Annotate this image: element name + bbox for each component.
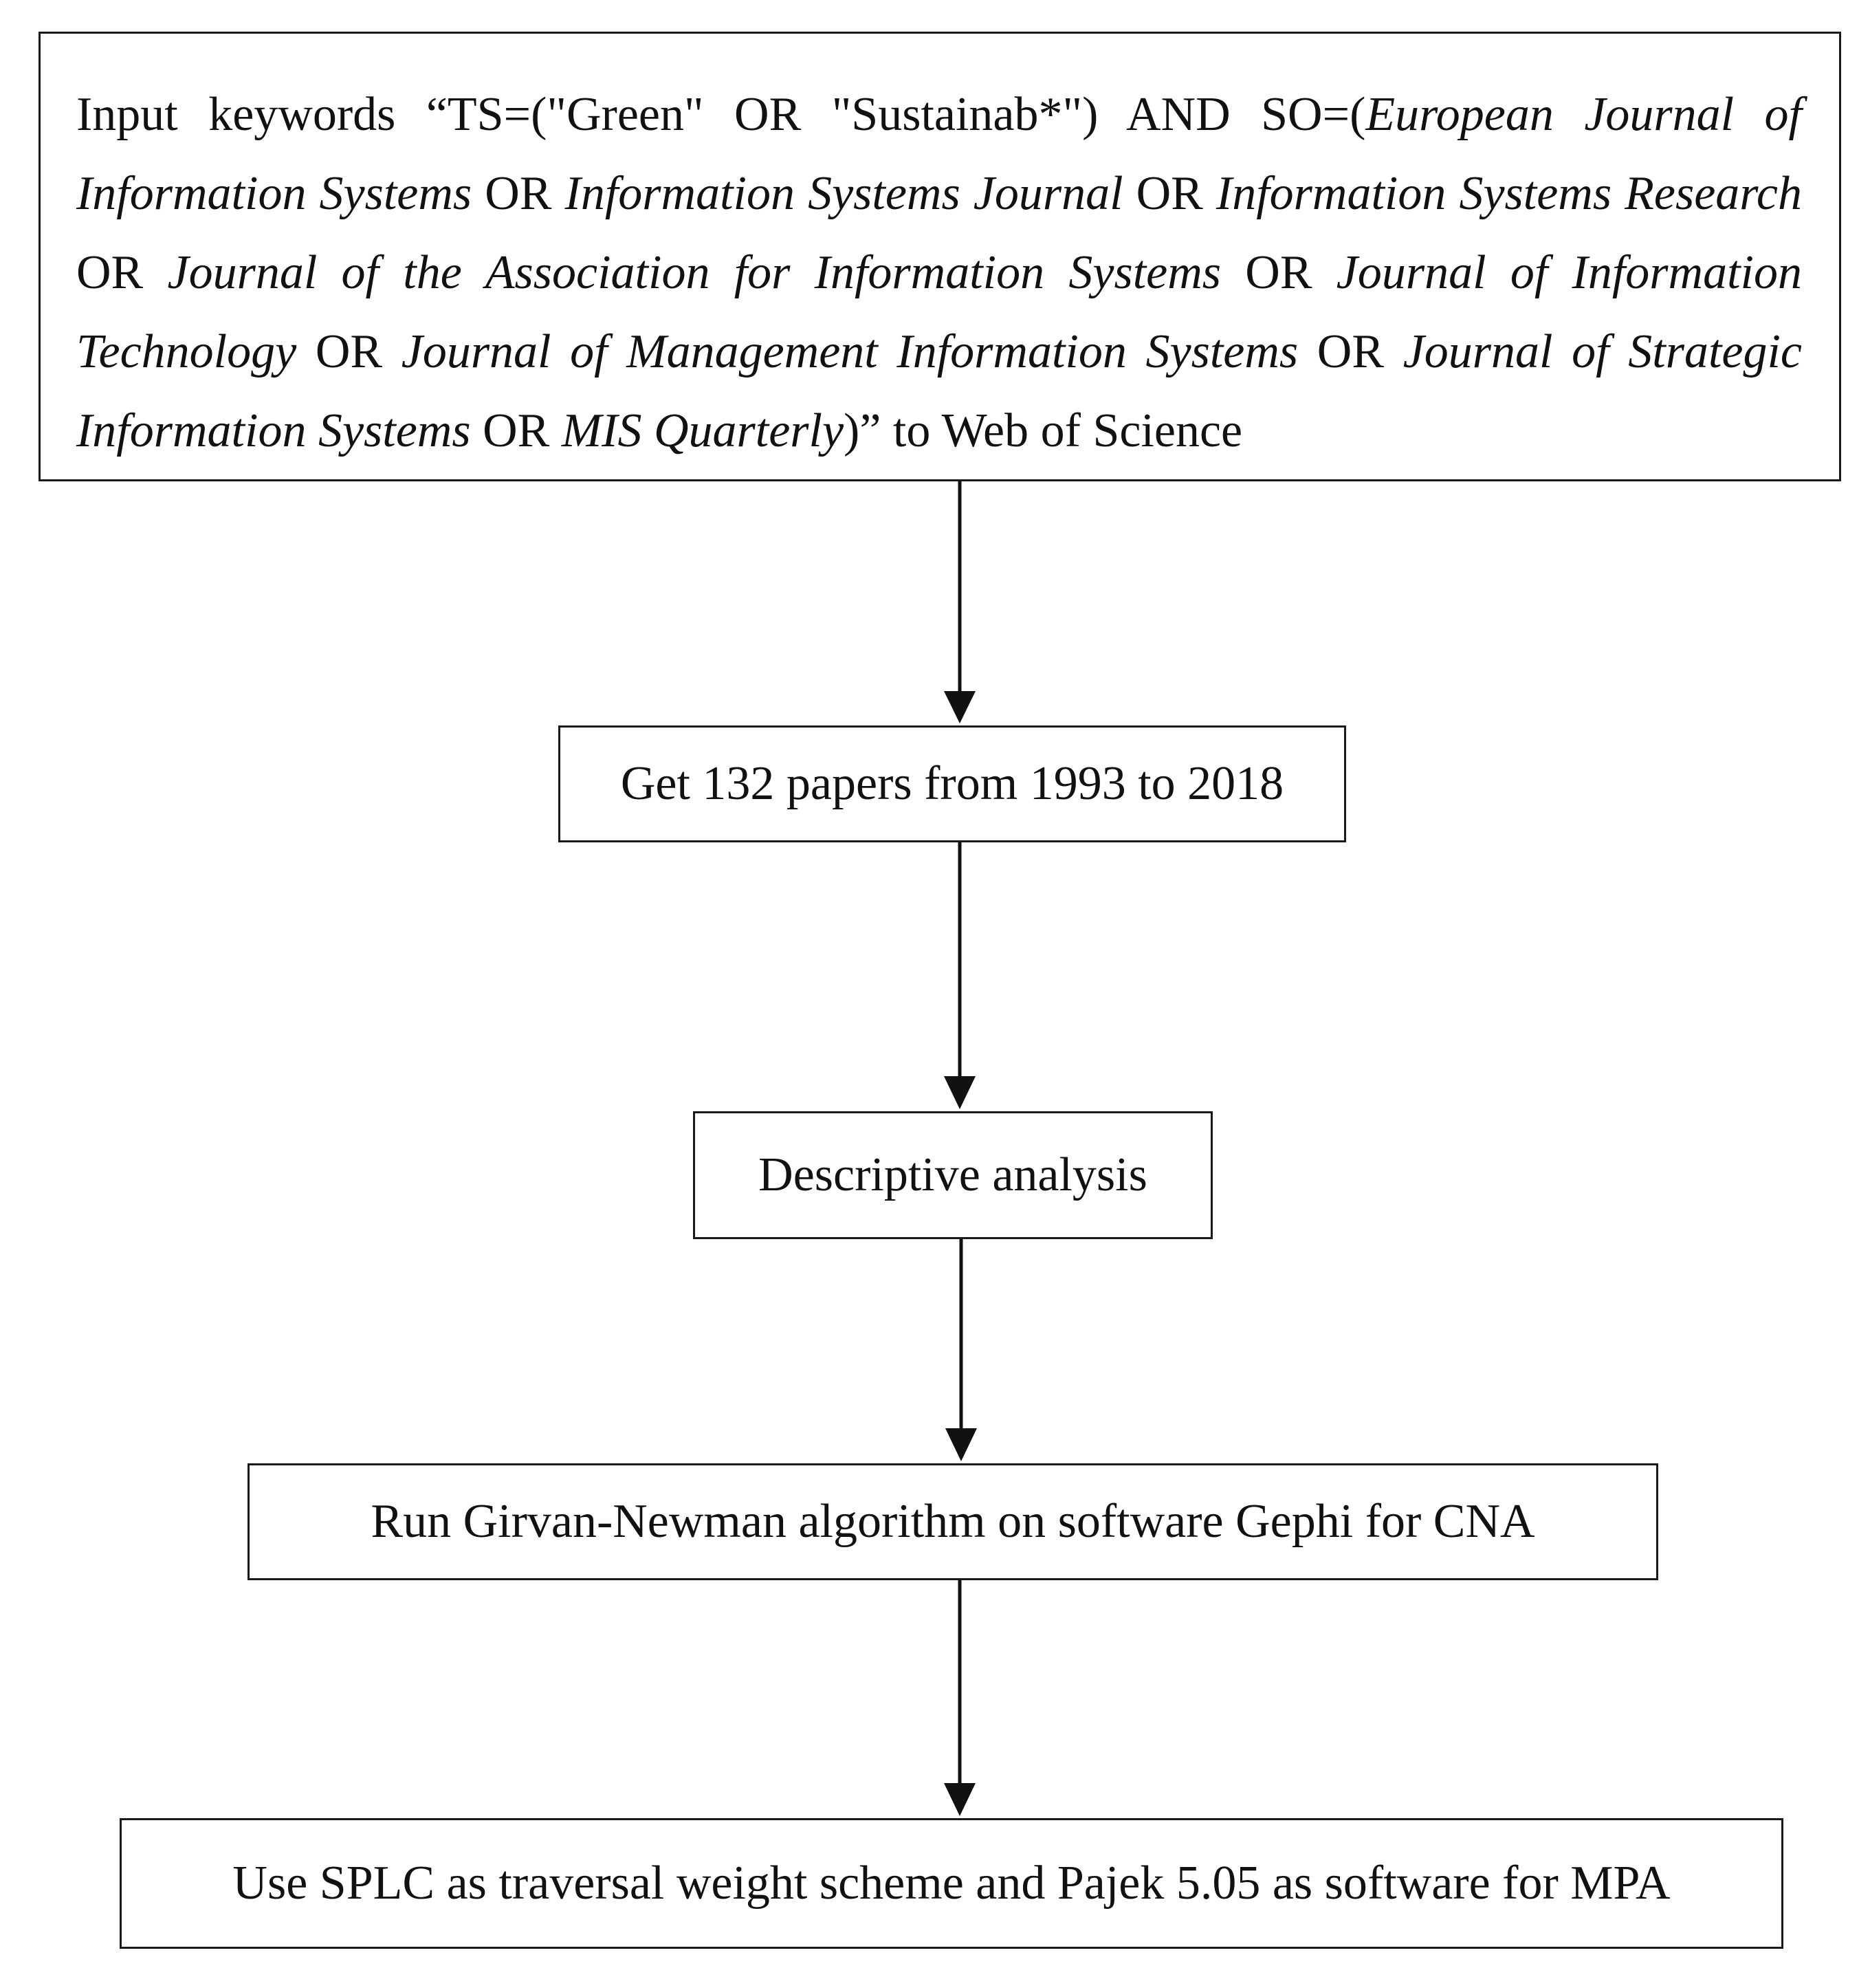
search-query-text: Input keywords “TS=("Green" OR "Sustaina…	[76, 75, 1802, 470]
arrow-2	[944, 842, 976, 1109]
arrow-3	[945, 1239, 977, 1461]
query-connector: OR	[470, 404, 562, 457]
arrow-1	[944, 481, 976, 723]
query-connector: OR	[76, 246, 168, 299]
query-connector: OR	[472, 167, 565, 220]
step-collect-box: Get 132 papers from 1993 to 2018	[558, 725, 1346, 842]
journal-name: Journal of Strategic Information Systems	[76, 325, 1802, 457]
query-connector: OR	[1298, 325, 1403, 378]
step-cna-label: Run Girvan-Newman algorithm on software …	[371, 1495, 1535, 1548]
query-segment: Input keywords “TS=("Green" OR "Sustaina…	[76, 88, 1366, 141]
step-mpa-label: Use SPLC as traversal weight scheme and …	[232, 1857, 1671, 1910]
query-segment: )” to Web of Science	[844, 404, 1243, 457]
step-cna-box: Run Girvan-Newman algorithm on software …	[248, 1463, 1658, 1580]
step-mpa-box: Use SPLC as traversal weight scheme and …	[120, 1818, 1783, 1949]
journal-name: Information Systems Research	[1216, 167, 1802, 220]
query-connector: OR	[1221, 246, 1336, 299]
arrow-4	[944, 1580, 976, 1816]
step-search-box: Input keywords “TS=("Green" OR "Sustaina…	[38, 32, 1841, 481]
step-descriptive-box: Descriptive analysis	[693, 1111, 1213, 1239]
query-connector: OR	[296, 325, 402, 378]
journal-name: Journal of Information Technology	[76, 246, 1802, 378]
journal-name: European Journal of Information Systems	[76, 88, 1802, 220]
step-descriptive-label: Descriptive analysis	[758, 1148, 1147, 1201]
journal-name: Journal of the Association for Informati…	[167, 246, 1222, 299]
query-connector: OR	[1123, 167, 1216, 220]
journal-name: MIS Quarterly	[561, 404, 844, 457]
step-collect-label: Get 132 papers from 1993 to 2018	[620, 757, 1284, 810]
journal-name: Information Systems Journal	[564, 167, 1123, 220]
journal-name: Journal of Management Information System…	[401, 325, 1299, 378]
